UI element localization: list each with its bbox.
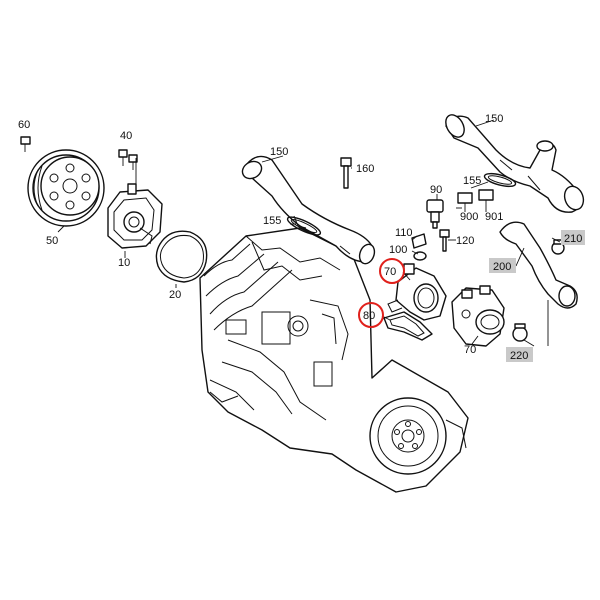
clamp-220 [512,323,528,342]
clip-110 [411,233,427,249]
bolts-40 [118,149,138,170]
tag-200: 200 [493,261,511,273]
callout-20: 20 [169,289,181,301]
callout-900: 900 [460,211,478,223]
callout-901: 901 [485,211,503,223]
bolt-60 [20,136,31,152]
hose-200 [499,221,578,309]
leader-lines [57,119,561,347]
callout-120: 120 [456,235,474,247]
gasket-20 [155,230,208,283]
tag-box-210 [561,230,585,245]
o-ring-155-left [286,216,322,236]
callout-155-right: 155 [463,175,481,187]
coolant-pipe-right [445,114,585,213]
bolt-120 [439,229,450,252]
callout-90: 90 [430,184,442,196]
callout-150-right: 150 [485,113,503,125]
thermostat-housing-70b [451,285,505,347]
tag-210: 210 [564,233,582,245]
callout-10: 10 [118,257,130,269]
connector-901 [478,189,494,212]
callout-labels: 60 40 50 10 20 150 160 155 110 100 120 9… [18,113,503,356]
highlight-ring-80 [358,302,384,328]
engine-block [199,227,469,493]
bolt-160 [340,157,352,189]
gasket-80 [383,311,433,341]
callout-50: 50 [46,235,58,247]
highlighted-callouts: 70 80 [358,258,405,328]
tag-220: 220 [510,350,528,362]
temperature-sensor [426,199,444,229]
thermostat-housing-70 [387,263,447,321]
callout-80-highlighted: 80 [363,310,375,322]
callout-155-left: 155 [263,215,281,227]
callout-40: 40 [120,130,132,142]
coolant-pipe-left [241,155,376,265]
water-pump [107,183,163,249]
highlight-ring-70 [379,258,405,284]
callout-70-highlighted: 70 [384,266,396,278]
callout-70-lower: 70 [464,344,476,356]
connector-900 [457,192,473,212]
tag-box-220 [506,347,533,362]
pulley [27,149,105,227]
tagged-callouts: 210 200 220 [489,230,585,362]
o-ring-155-right [483,172,517,188]
callout-160: 160 [356,163,374,175]
callout-110: 110 [395,227,413,239]
callout-60: 60 [18,119,30,131]
callout-150-left: 150 [270,146,288,158]
callout-100: 100 [389,244,407,256]
tag-box-200 [489,258,516,273]
